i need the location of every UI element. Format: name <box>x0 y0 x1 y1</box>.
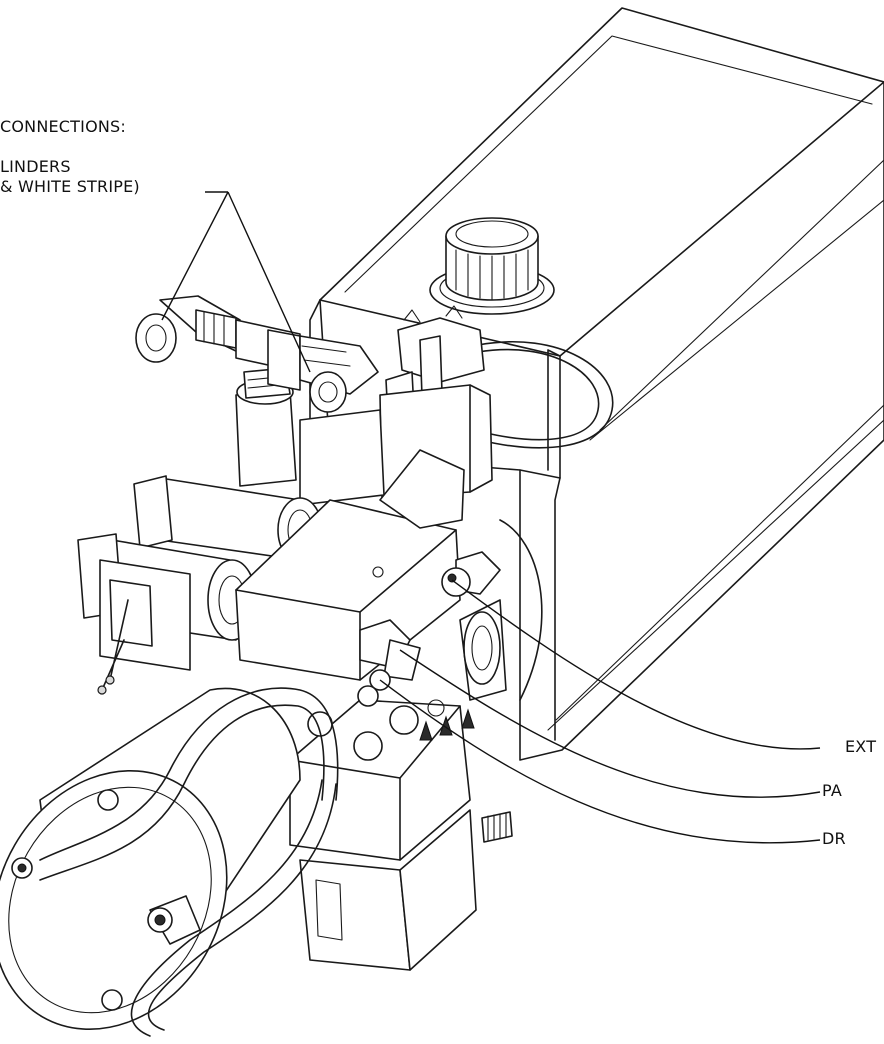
pas-port-label: PA <box>822 781 842 800</box>
cylinder-tee-fittings <box>135 295 379 413</box>
dri-port-label: DR <box>822 829 846 848</box>
solenoid-coils <box>77 475 323 695</box>
breather-cap <box>429 217 555 315</box>
electric-motor <box>0 687 301 1031</box>
motor-starter-block <box>289 685 513 971</box>
cylinders-label-line1: LINDERS <box>0 157 71 176</box>
main-manifold-block <box>235 449 543 701</box>
hoses <box>39 687 339 1037</box>
ext-port-label: EXT <box>845 737 877 756</box>
connections-heading: CONNECTIONS: <box>0 117 126 136</box>
cylinders-label-line2: & WHITE STRIPE) <box>0 177 140 196</box>
leader-lines <box>161 191 821 844</box>
